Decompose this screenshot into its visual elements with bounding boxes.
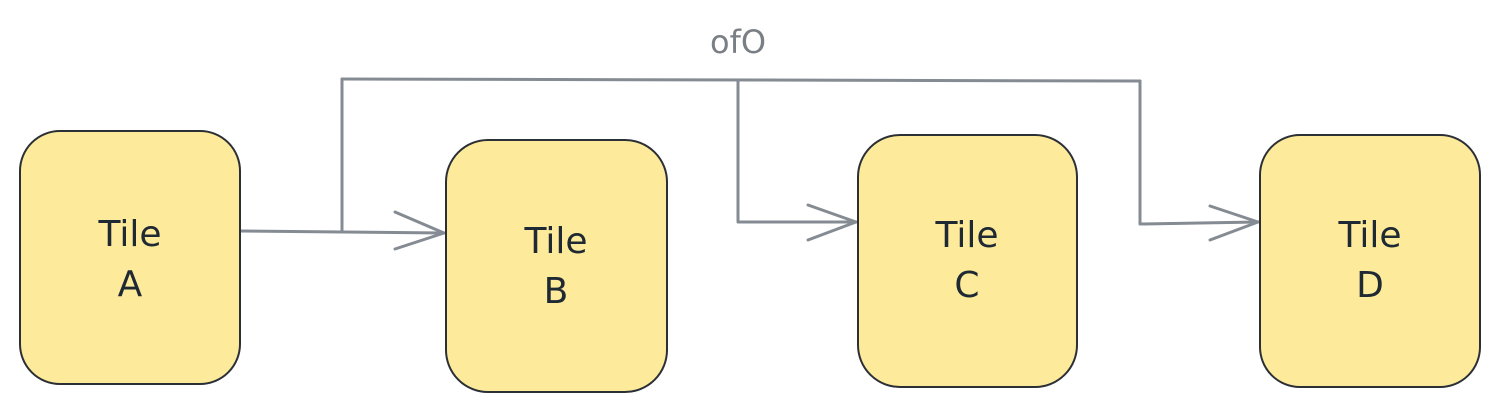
connectors — [238, 77, 1260, 251]
tile-d: Tile D — [1259, 134, 1481, 388]
tile-b-label-line1: Tile — [523, 221, 587, 262]
tile-d-label-line1: Tile — [1337, 215, 1401, 256]
tile-a-box — [19, 130, 241, 385]
tile-b-box — [445, 139, 668, 393]
tile-a-label-line2: A — [118, 264, 143, 305]
tile-a: Tile A — [19, 130, 241, 385]
tile-c: Tile C — [857, 134, 1078, 388]
edge-to-d — [1138, 79, 1260, 226]
arrowhead-c — [806, 203, 858, 242]
tile-a-label-line1: Tile — [97, 214, 161, 255]
tile-d-label-line2: D — [1356, 265, 1384, 306]
tile-c-box — [857, 134, 1078, 388]
connection-label: ofO — [710, 23, 766, 61]
tile-d-box — [1259, 134, 1481, 388]
edge-to-c — [736, 78, 858, 224]
tile-b: Tile B — [445, 139, 668, 393]
arrowhead-d — [1208, 204, 1260, 242]
tile-c-label-line1: Tile — [934, 215, 998, 256]
edge-bus — [340, 77, 1142, 83]
tile-b-label-line2: B — [544, 271, 569, 312]
arrowhead-b — [393, 210, 446, 251]
tile-c-label-line2: C — [954, 265, 979, 306]
